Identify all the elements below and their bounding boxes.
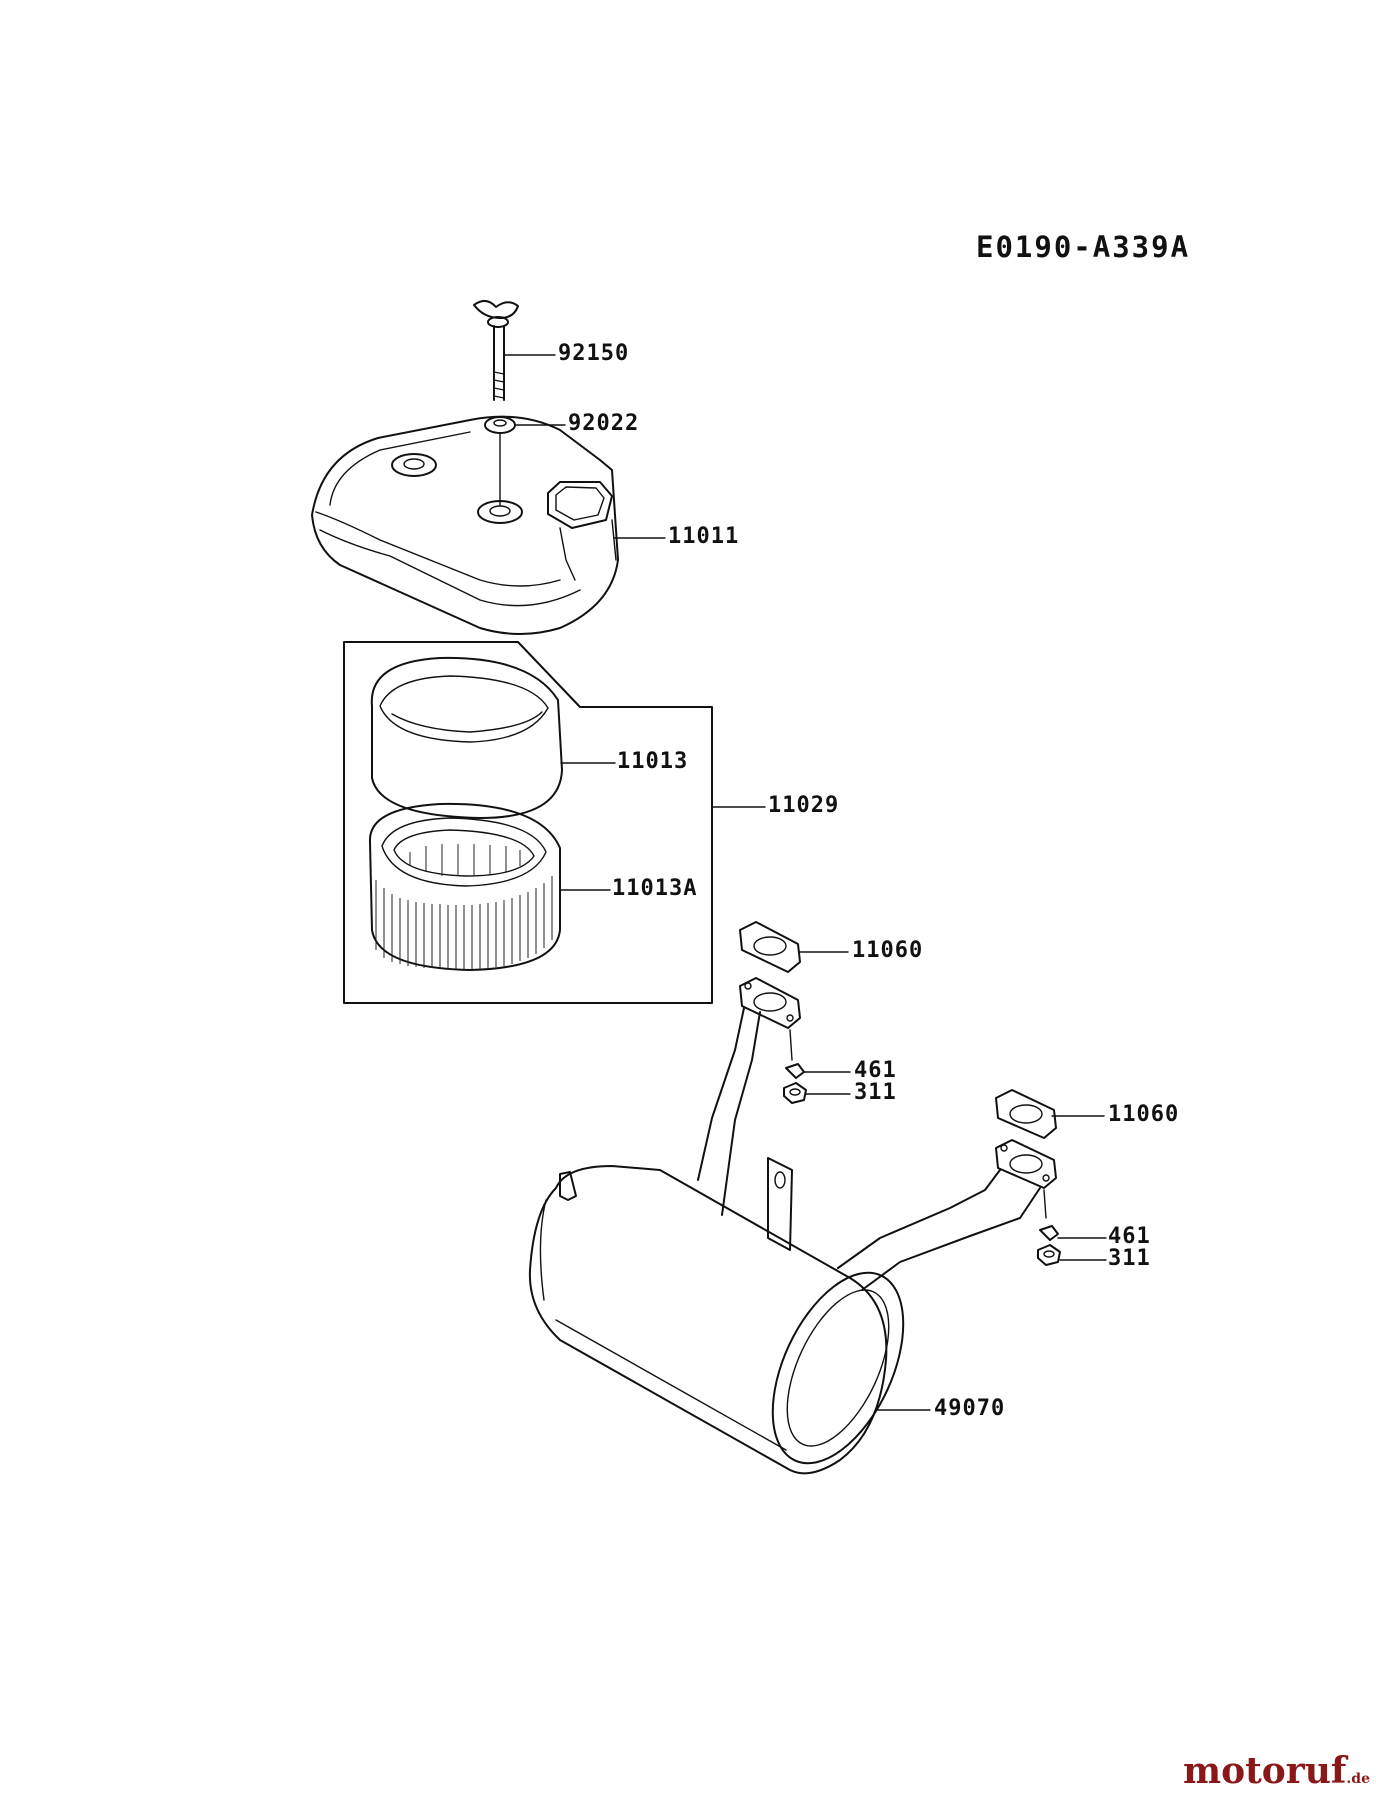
washer-drawing bbox=[484, 416, 566, 506]
part-label-461-lower[interactable]: 461 bbox=[1108, 1224, 1151, 1249]
air-cleaner-cover-drawing bbox=[311, 415, 666, 635]
part-label-311-upper[interactable]: 311 bbox=[854, 1080, 897, 1105]
watermark-tld: .de bbox=[1346, 1771, 1370, 1787]
exhaust-pipe-right-drawing bbox=[837, 1139, 1057, 1291]
part-label-11013[interactable]: 11013 bbox=[617, 749, 689, 774]
part-label-11060-lower[interactable]: 11060 bbox=[1108, 1102, 1180, 1127]
part-label-92150[interactable]: 92150 bbox=[558, 341, 630, 366]
exhaust-gasket-lower-drawing bbox=[995, 1089, 1105, 1139]
part-label-11060-upper[interactable]: 11060 bbox=[852, 938, 924, 963]
wing-bolt-drawing bbox=[473, 300, 556, 401]
exhaust-pipe-left-drawing bbox=[697, 977, 801, 1216]
part-label-11011[interactable]: 11011 bbox=[668, 524, 740, 549]
diagram-code: E0190-A339A bbox=[976, 230, 1191, 264]
part-label-11013A[interactable]: 11013A bbox=[612, 876, 698, 901]
watermark-name: motoruf bbox=[1183, 1750, 1347, 1792]
nut-upper-drawing bbox=[783, 1063, 851, 1104]
exhaust-gasket-upper-drawing bbox=[739, 921, 849, 973]
nut-lower-drawing bbox=[1037, 1225, 1107, 1266]
pre-cleaner-drawing bbox=[370, 656, 616, 819]
filter-element-drawing bbox=[368, 802, 611, 971]
site-watermark-logo: motoruf.de bbox=[1183, 1750, 1370, 1792]
kit-outline-box bbox=[343, 641, 766, 1004]
part-label-92022[interactable]: 92022 bbox=[568, 411, 640, 436]
part-label-461-upper[interactable]: 461 bbox=[854, 1058, 897, 1083]
muffler-drawing bbox=[528, 1165, 931, 1475]
part-label-311-lower[interactable]: 311 bbox=[1108, 1246, 1151, 1271]
part-label-49070[interactable]: 49070 bbox=[934, 1396, 1006, 1421]
part-label-11029[interactable]: 11029 bbox=[768, 793, 840, 818]
muffler-bracket-drawing bbox=[767, 1157, 793, 1251]
